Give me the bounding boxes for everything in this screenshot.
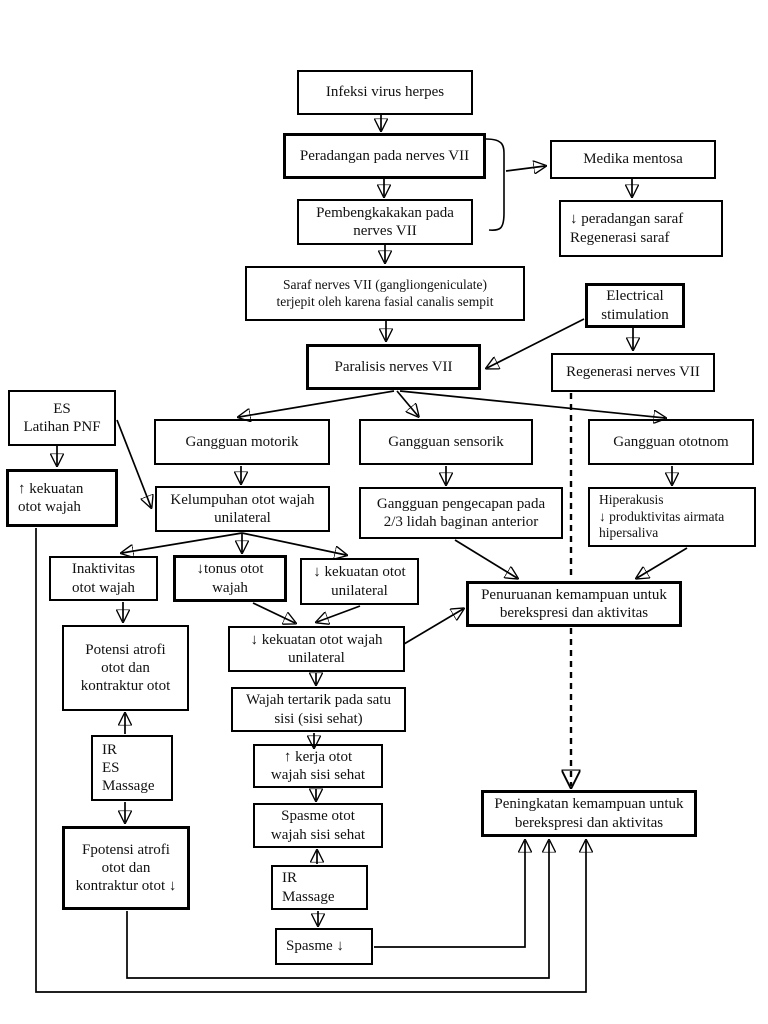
node-kekuatan-otot-unilateral-turun: ↓ kekuatan otot unilateral [300, 558, 419, 605]
node-paralisis-nerves-vii: Paralisis nerves VII [306, 344, 481, 390]
node-hiperakusis: Hiperakusis ↓ produktivitas airmata hipe… [588, 487, 756, 547]
node-gangguan-sensorik: Gangguan sensorik [359, 419, 533, 465]
arrow-kelumpuhan-to-inaktivitas [122, 532, 243, 553]
arrow-espnf-to-kelumpuhan [116, 419, 151, 507]
node-ir-massage: IR Massage [271, 865, 368, 910]
node-medika-mentosa: Medika mentosa [550, 140, 716, 179]
arrow-paralisis-to-sensorik [396, 390, 418, 416]
node-potensi-atrofi: Potensi atrofi otot dan kontraktur otot [62, 625, 189, 711]
node-penurunan-kemampuan: Penuruanan kemampuan untuk berekspresi d… [466, 581, 682, 627]
arrow-paralisis-to-motorik [239, 390, 395, 417]
node-electrical-stimulation: Electrical stimulation [585, 283, 685, 328]
feedback-spasme-to-peningkatan [374, 841, 525, 948]
node-peradangan-nerves-vii: Peradangan pada nerves VII [283, 133, 486, 179]
node-es-latihan-pnf: ES Latihan PNF [8, 390, 116, 446]
node-fpotensi-atrofi: Fpotensi atrofi otot dan kontraktur otot… [62, 826, 190, 910]
node-regenerasi-nerves-vii: Regenerasi nerves VII [551, 353, 715, 392]
node-ir-es-massage: IR ES Massage [91, 735, 173, 801]
node-gangguan-ototnom: Gangguan ototnom [588, 419, 754, 465]
arrow-kelumpuhan-to-kekuatan-unilateral [241, 532, 346, 555]
arrow-kekuatan-unilateral-to-kekuatan-wajah [317, 605, 361, 622]
arrow-hiperakusis-to-penurunan [637, 547, 688, 578]
node-kelumpuhan-otot-wajah: Kelumpuhan otot wajah unilateral [155, 486, 330, 532]
node-kekuatan-otot-naik: ↑ kekuatan otot wajah [6, 469, 118, 527]
arrow-pengecapan-to-penurunan [454, 539, 517, 578]
node-kerja-otot-naik: ↑ kerja otot wajah sisi sehat [253, 744, 383, 788]
node-wajah-tertarik: Wajah tertarik pada satu sisi (sisi seha… [231, 687, 406, 732]
node-spasme-turun: Spasme ↓ [275, 928, 373, 965]
node-inaktivitas-otot-wajah: Inaktivitas otot wajah [49, 556, 158, 601]
arrow-tonus-to-kekuatan-wajah [252, 602, 295, 623]
node-kekuatan-otot-wajah-unilateral-turun: ↓ kekuatan otot wajah unilateral [228, 626, 405, 672]
node-pembengkakakan-nerves-vii: Pembengkakakan pada nerves VII [297, 199, 473, 245]
node-peradangan-saraf-turun: ↓ peradangan saraf Regenerasi saraf [559, 200, 723, 257]
node-gangguan-pengecapan: Gangguan pengecapan pada 2/3 lidah bagin… [359, 487, 563, 539]
arrow-paralisis-to-ototnom [399, 390, 665, 418]
bracket-to-medika [485, 138, 505, 232]
node-peningkatan-kemampuan: Peningkatan kemampuan untuk berekspresi … [481, 790, 697, 837]
node-spasme-otot: Spasme otot wajah sisi sehat [253, 803, 383, 848]
node-infeksi-virus-herpes: Infeksi virus herpes [297, 70, 473, 115]
node-gangguan-motorik: Gangguan motorik [154, 419, 330, 465]
node-saraf-terjepit: Saraf nerves VII (gangliongeniculate) te… [245, 266, 525, 321]
arrow-bracket-to-medika [505, 166, 545, 171]
node-tonus-otot-turun: ↓tonus otot wajah [173, 555, 287, 602]
arrow-kekuatan-wajah-to-penurunan [403, 609, 463, 645]
